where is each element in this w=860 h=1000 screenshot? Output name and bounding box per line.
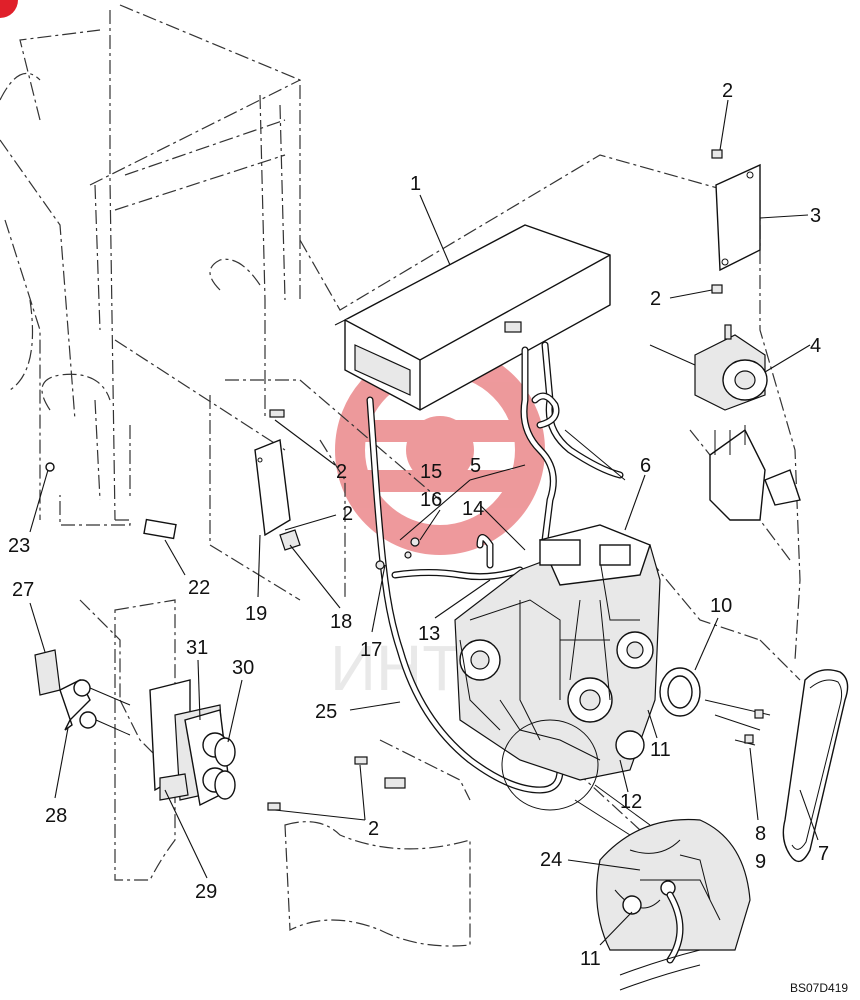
part-18-clip [279, 529, 301, 551]
callout-2-panel-lower: 2 [342, 503, 353, 525]
callout-16: 16 [420, 489, 442, 511]
callout-17: 17 [360, 639, 382, 661]
part-1-air-box [334, 224, 611, 411]
callout-2-bottom: 2 [368, 818, 379, 840]
callout-8: 8 [755, 823, 766, 845]
compressor-bracket [709, 425, 801, 521]
callout-23: 23 [8, 535, 30, 557]
callout-6: 6 [640, 455, 651, 477]
callout-19: 19 [245, 603, 267, 625]
part-22-plate [143, 518, 177, 540]
part-4-ac-compressor [649, 324, 768, 411]
part-3-plate [711, 149, 761, 294]
callout-12: 12 [620, 791, 642, 813]
callout-9: 9 [755, 851, 766, 873]
callout-18: 18 [330, 611, 352, 633]
callout-30: 30 [232, 657, 254, 679]
part-2-clips [267, 409, 406, 811]
callout-7: 7 [818, 843, 829, 865]
phantom-cab-frame [0, 4, 801, 831]
part-7-belt [782, 669, 849, 863]
leader-lines [29, 99, 819, 946]
drawing-code: BS07D419 [790, 981, 848, 995]
callout-5: 5 [470, 455, 481, 477]
callout-14: 14 [462, 498, 484, 520]
part-19-panel [254, 439, 291, 537]
callout-2-plate: 2 [650, 288, 661, 310]
parts-8-9-bolts [704, 699, 771, 746]
callout-25: 25 [315, 701, 337, 723]
callout-22: 22 [188, 577, 210, 599]
part-23-screw [45, 462, 55, 472]
callout-13: 13 [418, 623, 440, 645]
parts-15-16-fasteners [375, 537, 420, 570]
parts-27-28-sensor [34, 649, 131, 736]
callout-labels: 1 2 2 2 2 2 3 4 5 6 7 8 9 10 11 11 12 13… [8, 80, 829, 970]
callout-2-top: 2 [722, 80, 733, 102]
callout-11-detail: 11 [580, 948, 601, 970]
callout-4: 4 [810, 335, 821, 357]
callout-10: 10 [710, 595, 732, 617]
callout-2-panel: 2 [336, 461, 347, 483]
hood-panel [284, 821, 471, 947]
callout-28: 28 [45, 805, 67, 827]
callout-11-engine: 11 [650, 739, 671, 761]
part-10-pulley [659, 667, 701, 717]
detail-view [501, 719, 751, 991]
engine-assembly [454, 524, 661, 781]
callout-1: 1 [410, 173, 421, 195]
intake-hoses [366, 341, 626, 794]
callout-27: 27 [12, 579, 34, 601]
callout-24: 24 [540, 849, 562, 871]
parts-29-30-31-brackets [159, 709, 236, 807]
callout-31: 31 [186, 637, 208, 659]
corner-badge [0, 0, 18, 18]
callout-29: 29 [195, 881, 217, 903]
callout-15: 15 [420, 461, 442, 483]
callout-3: 3 [810, 205, 821, 227]
